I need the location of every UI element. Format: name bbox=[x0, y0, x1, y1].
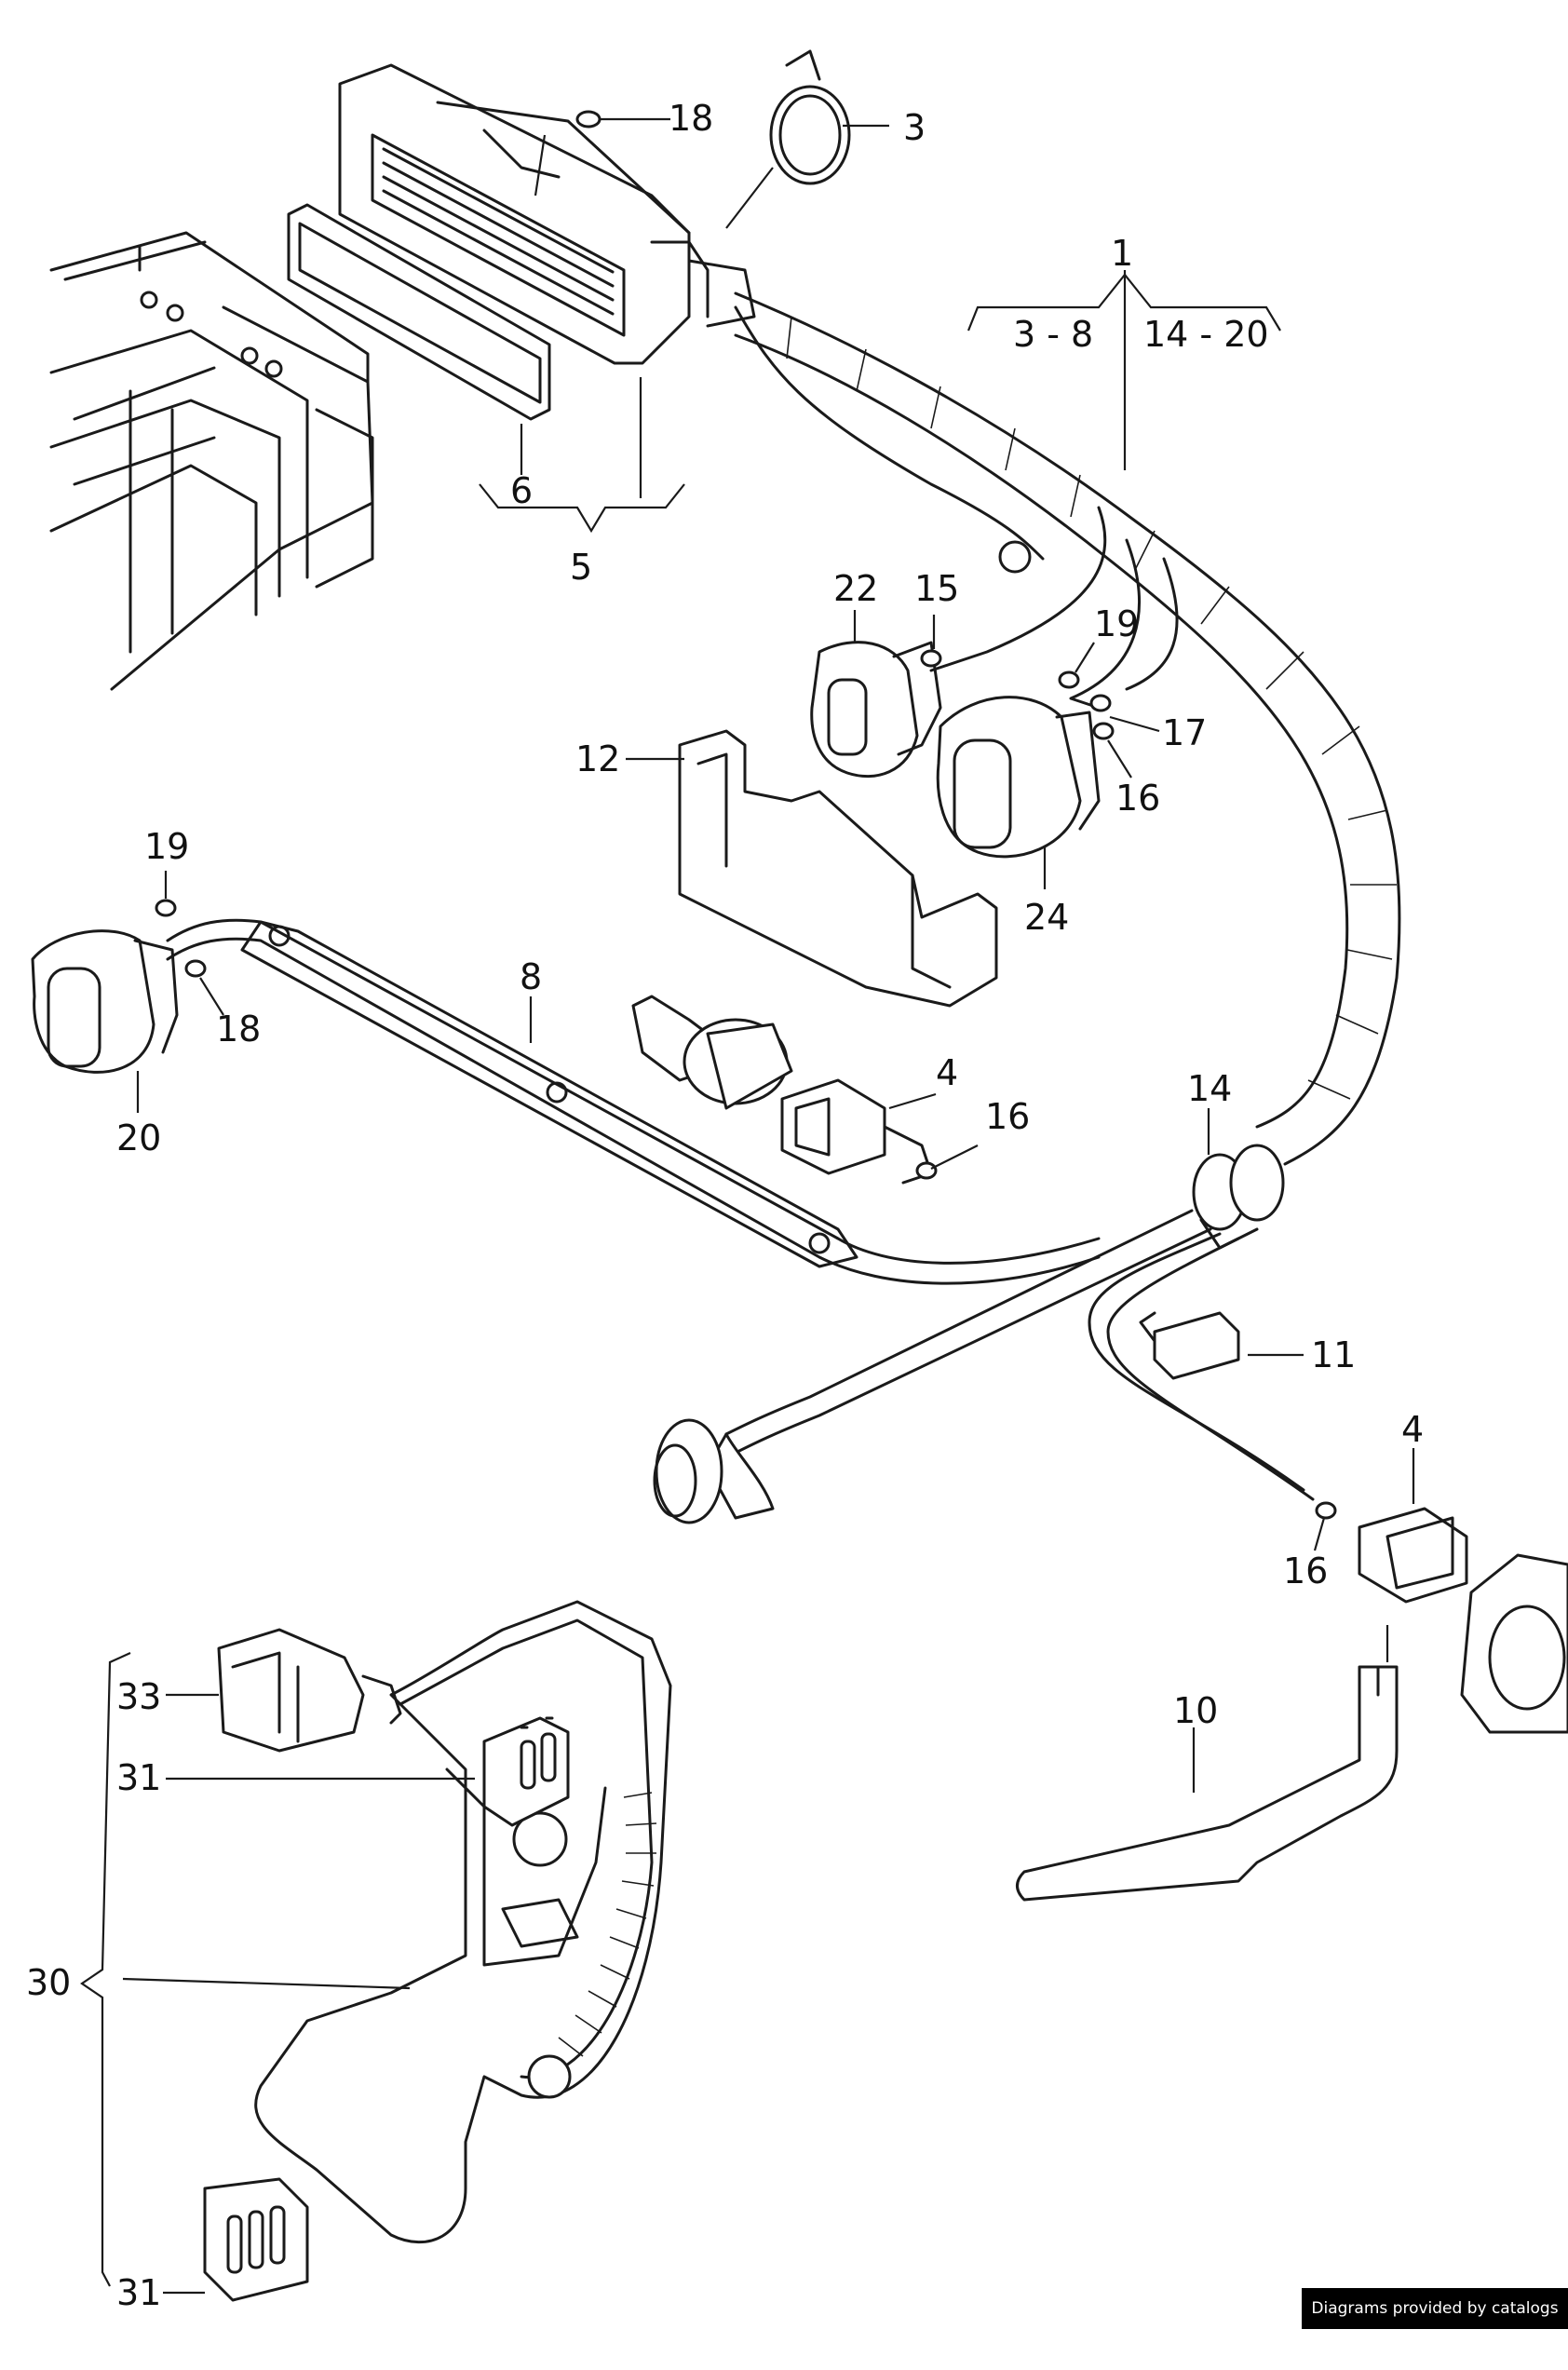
connector-24 bbox=[936, 670, 1115, 859]
callout-4-middle: 4 bbox=[936, 1052, 958, 1093]
harness-loom bbox=[734, 291, 1401, 1166]
callout-14: 14 bbox=[1187, 1068, 1232, 1109]
connector-4-middle bbox=[780, 1078, 938, 1185]
connector-seal bbox=[287, 203, 551, 421]
lower-branch-wires bbox=[724, 1209, 1315, 1501]
callout-16-middle: 16 bbox=[985, 1096, 1030, 1137]
callout-14-20: 14 - 20 bbox=[1143, 314, 1269, 355]
callout-30: 30 bbox=[26, 1962, 71, 2003]
callout-8: 8 bbox=[520, 956, 542, 997]
wire-8 bbox=[166, 918, 1101, 1285]
callout-labels: 1 3 - 8 14 - 20 3 18 6 5 22 15 19 17 16 … bbox=[26, 98, 1424, 2313]
connector-31-top bbox=[482, 1716, 570, 1827]
control-unit bbox=[49, 231, 374, 691]
grommet-14 bbox=[1192, 1144, 1285, 1250]
callout-15: 15 bbox=[914, 568, 959, 609]
callout-16-right: 16 bbox=[1283, 1551, 1328, 1591]
round-connector bbox=[653, 1418, 775, 1524]
callout-11: 11 bbox=[1311, 1334, 1356, 1375]
callout-10: 10 bbox=[1173, 1690, 1218, 1731]
sensor-right bbox=[1460, 1553, 1568, 1734]
clip-11 bbox=[1139, 1311, 1240, 1380]
callout-31-upper: 31 bbox=[116, 1757, 161, 1798]
connector-20 bbox=[31, 899, 207, 1074]
cable-tie-3 bbox=[769, 49, 851, 185]
callout-19-left: 19 bbox=[144, 826, 189, 867]
callout-24: 24 bbox=[1024, 897, 1069, 938]
callout-22: 22 bbox=[833, 568, 878, 609]
branch-wires-upper bbox=[929, 506, 1179, 710]
main-connector bbox=[338, 63, 756, 365]
callout-17: 17 bbox=[1162, 712, 1207, 753]
bracket-12 bbox=[678, 729, 998, 1008]
callout-16-upper: 16 bbox=[1115, 778, 1160, 819]
callout-18-left: 18 bbox=[216, 1009, 261, 1050]
callout-6: 6 bbox=[510, 470, 533, 511]
pin-18-top bbox=[575, 110, 602, 129]
callout-19-upper: 19 bbox=[1094, 603, 1139, 644]
callout-3: 3 bbox=[903, 107, 926, 148]
callout-4-right: 4 bbox=[1401, 1409, 1424, 1450]
callout-31-lower: 31 bbox=[116, 2272, 161, 2313]
callout-33: 33 bbox=[116, 1676, 161, 1717]
connector-4-right bbox=[1315, 1501, 1468, 1604]
callout-3-8: 3 - 8 bbox=[1013, 314, 1093, 355]
connector-33 bbox=[217, 1628, 402, 1753]
footer-credit: Diagrams provided by catalogs parts bbox=[1302, 2288, 1568, 2359]
leader-lines bbox=[80, 117, 1415, 2295]
sensor-middle bbox=[631, 995, 793, 1110]
callout-20: 20 bbox=[116, 1117, 161, 1158]
connector-22 bbox=[810, 641, 942, 779]
callout-12: 12 bbox=[575, 738, 620, 779]
callout-18-top: 18 bbox=[669, 98, 713, 139]
connector-31-bottom bbox=[203, 2177, 309, 2302]
callout-5: 5 bbox=[570, 547, 592, 588]
callout-1: 1 bbox=[1111, 233, 1133, 274]
bracket-10 bbox=[1016, 1665, 1399, 1902]
